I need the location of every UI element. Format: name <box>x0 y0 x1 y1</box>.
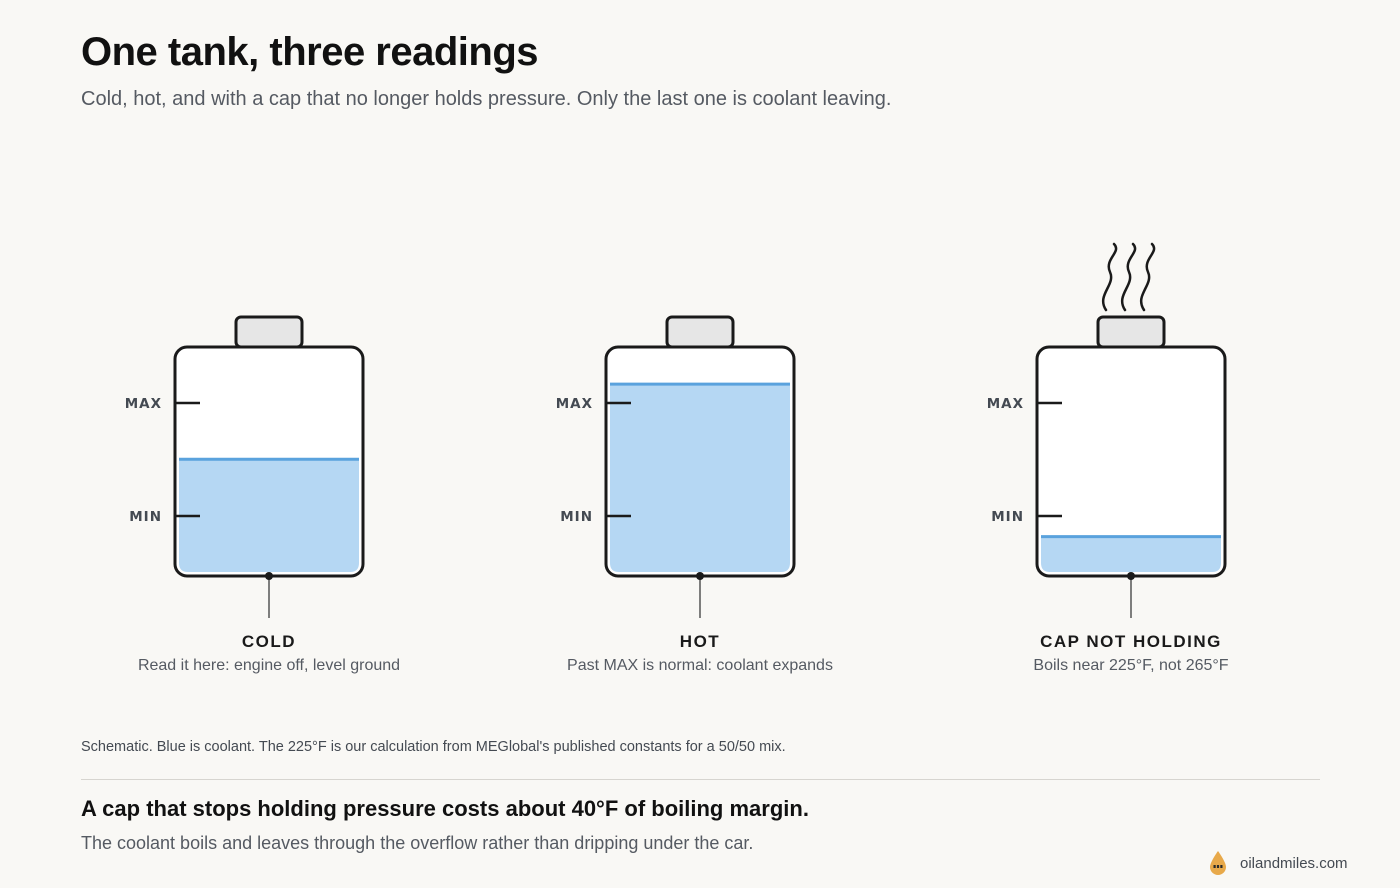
coolant-tank-diagram: MAX MIN MAX MIN MAX MIN <box>125 242 1227 618</box>
min-label-hot: MIN <box>560 509 593 525</box>
tank-label-hot: HOT <box>679 632 721 651</box>
steam-wave-3 <box>1140 242 1156 312</box>
leader-dot-hot <box>696 572 704 580</box>
max-label-hot: MAX <box>556 396 593 412</box>
brand-name: oilandmiles.com <box>1240 854 1348 872</box>
oil-drop-icon <box>1210 851 1226 875</box>
tank-caption-cold: Read it here: engine off, level ground <box>137 657 401 674</box>
cap-cap-not-holding <box>1096 315 1166 349</box>
page-subtitle: Cold, hot, and with a cap that no longer… <box>81 88 892 110</box>
cap-cold <box>234 315 304 349</box>
tank-caption-hot: Past MAX is normal: coolant expands <box>567 657 833 674</box>
tank-label-cap-not-holding: CAP NOT HOLDING <box>1040 632 1222 651</box>
coolant-fill-cold <box>179 459 359 572</box>
page-title: One tank, three readings <box>81 30 539 74</box>
leader-dot-cold <box>265 572 273 580</box>
max-label-cold: MAX <box>125 396 162 412</box>
brand: oilandmiles.com <box>1208 850 1348 876</box>
min-label-cold: MIN <box>129 509 162 525</box>
takeaway-headline: A cap that stops holding pressure costs … <box>81 796 809 821</box>
schematic-note: Schematic. Blue is coolant. The 225°F is… <box>81 739 786 755</box>
tank-label-cold: COLD <box>241 632 297 651</box>
divider <box>81 779 1320 780</box>
leader-dot-cap-not-holding <box>1127 572 1135 580</box>
min-label-cap-not-holding: MIN <box>991 509 1024 525</box>
takeaway-body: The coolant boils and leaves through the… <box>81 833 754 853</box>
cap-hot <box>665 315 735 349</box>
tank-caption-cap-not-holding: Boils near 225°F, not 265°F <box>1033 657 1229 674</box>
coolant-fill-cap-not-holding <box>1041 536 1221 572</box>
steam-wave-2 <box>1121 242 1137 312</box>
coolant-fill-hot <box>610 384 790 572</box>
steam-wave-1 <box>1102 242 1118 312</box>
max-label-cap-not-holding: MAX <box>987 396 1024 412</box>
